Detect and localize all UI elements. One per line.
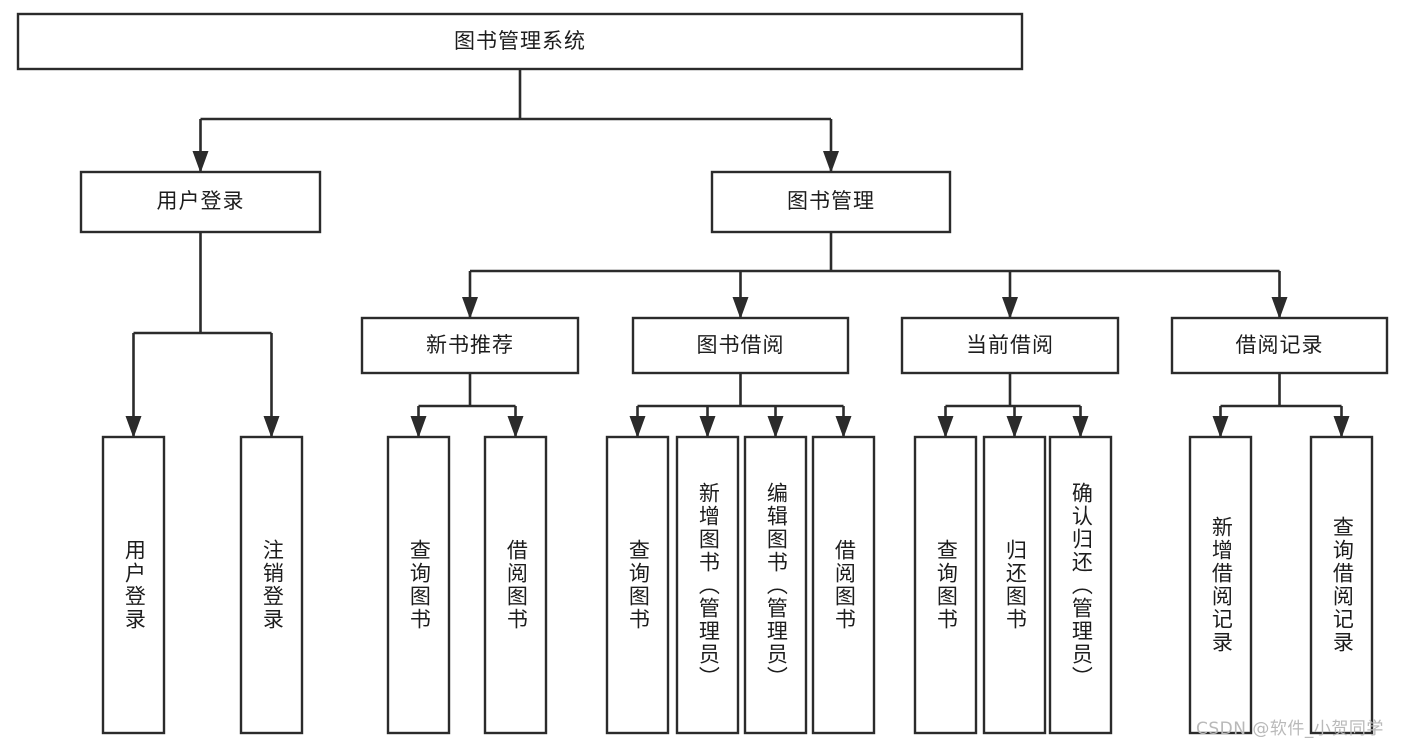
node-box-user-login[interactable] [79,170,322,234]
node-box-current-return-book[interactable] [982,435,1047,735]
node-box-root[interactable] [16,12,1024,71]
arrow-icon-borrow-add-book [699,416,716,438]
arrow-icon-user-login [192,151,209,173]
arrow-icon-recommend-borrow-book [507,416,524,438]
node-box-recommend-borrow-book[interactable] [483,435,548,735]
node-box-borrow-borrow-book[interactable] [811,435,876,735]
arrow-icon-borrow-borrow-book [835,416,852,438]
node-box-borrow-add-book[interactable] [675,435,740,735]
node-box-book-management[interactable] [710,170,952,234]
node-box-current-borrow[interactable] [900,316,1120,375]
node-box-recommend-query-book[interactable] [386,435,451,735]
node-box-borrow-records[interactable] [1170,316,1389,375]
box-layer [16,12,1389,735]
arrow-icon-current-borrow [1002,297,1018,319]
arrow-icon-records-add [1212,416,1229,438]
arrow-icon-user-login-action [125,416,142,438]
node-box-book-borrow[interactable] [631,316,850,375]
arrow-icon-new-book-recommend [462,297,478,319]
node-box-records-query[interactable] [1309,435,1374,735]
node-box-user-login-action[interactable] [101,435,166,735]
arrow-icon-book-borrow [732,297,749,319]
node-box-current-confirm-return[interactable] [1048,435,1113,735]
node-box-user-logout-action[interactable] [239,435,304,735]
arrow-icon-borrow-records [1271,297,1288,319]
node-box-new-book-recommend[interactable] [360,316,580,375]
arrow-icon-current-confirm-return [1072,416,1089,438]
node-box-records-add[interactable] [1188,435,1253,735]
arrow-icon-book-management [823,151,839,173]
arrow-icon-borrow-query-book [629,416,646,438]
arrow-icon-records-query [1333,416,1350,438]
arrow-icon-current-return-book [1006,416,1023,438]
node-box-current-query-book[interactable] [913,435,978,735]
node-box-borrow-edit-book[interactable] [743,435,808,735]
arrow-icon-borrow-edit-book [767,416,784,438]
arrow-icon-recommend-query-book [410,416,427,438]
arrow-icon-current-query-book [937,416,954,438]
node-box-borrow-query-book[interactable] [605,435,670,735]
connector-layer [125,69,1350,438]
arrow-icon-user-logout-action [263,416,280,438]
